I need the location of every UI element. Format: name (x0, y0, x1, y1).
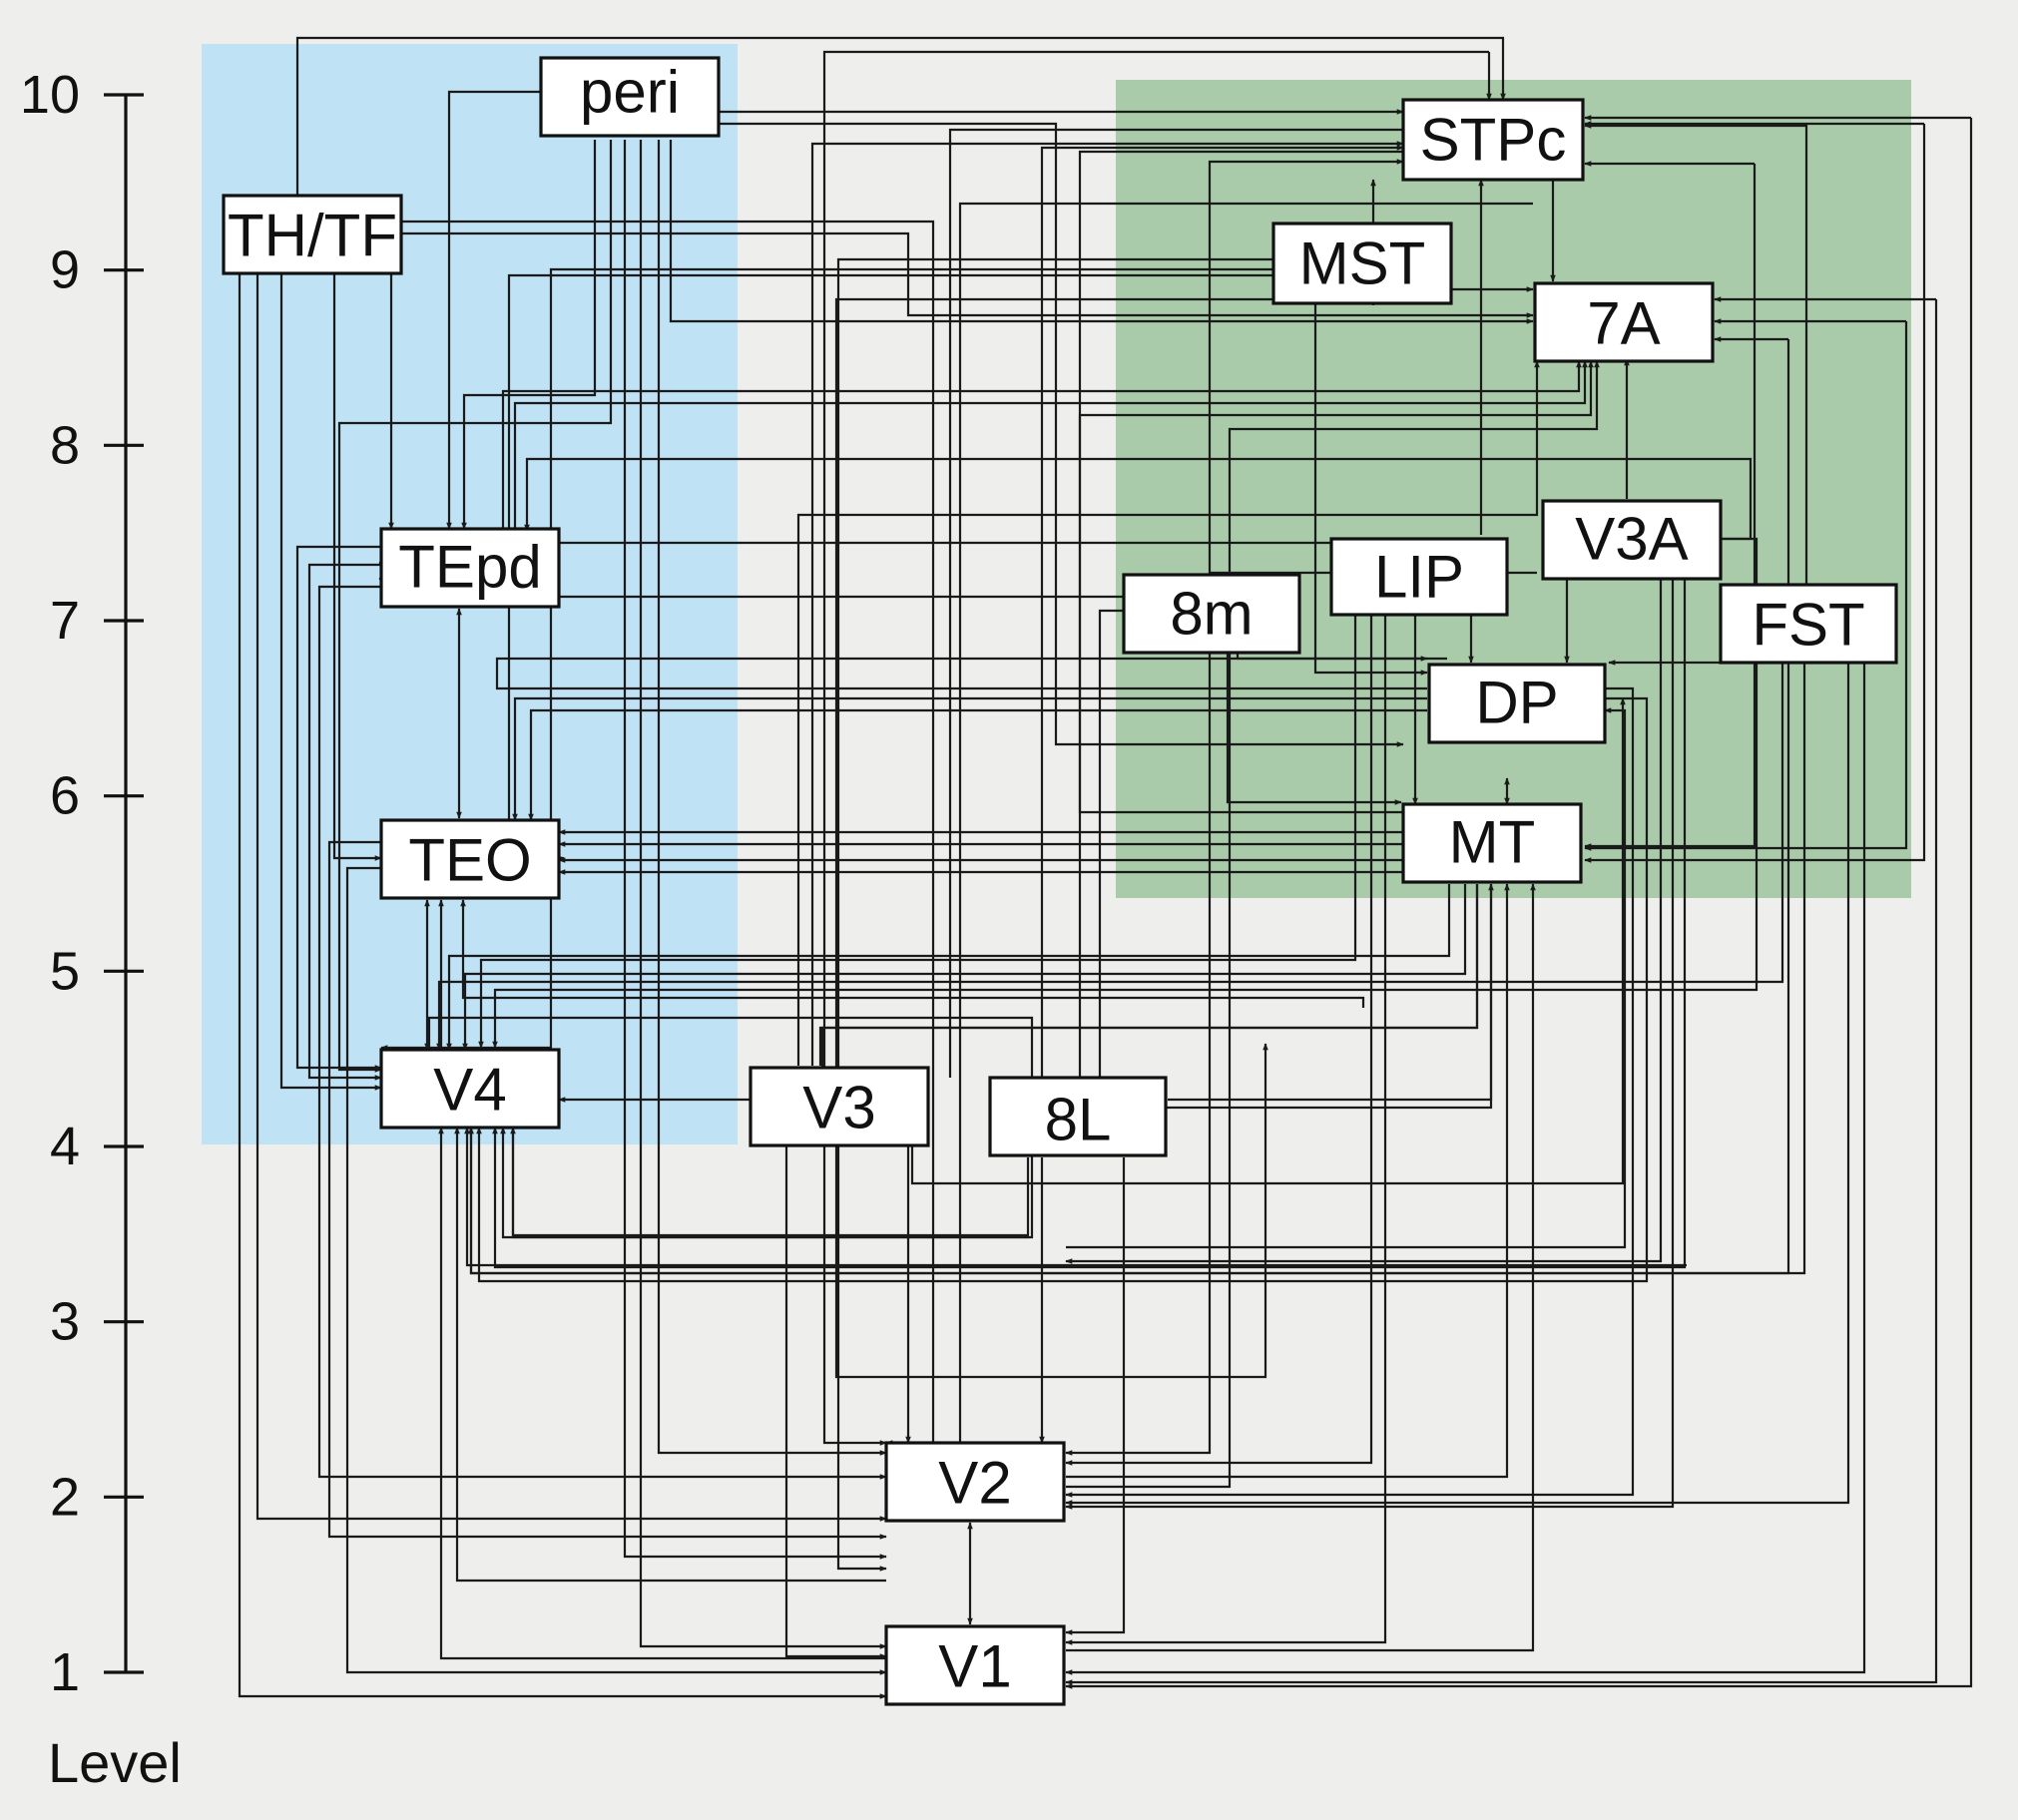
area-7a-label: 7A (1587, 290, 1660, 357)
area-thtf-node: TH/TF (222, 194, 403, 275)
axis-tick-label: 2 (50, 1467, 80, 1527)
axis-tick-label: 9 (50, 240, 80, 300)
area-tepd-node: TEpd (379, 527, 561, 609)
area-v4-label: V4 (433, 1057, 506, 1124)
area-peri-label: peri (580, 59, 680, 126)
axis-tick-label: 7 (50, 591, 80, 651)
area-v3-node: V3 (749, 1066, 930, 1147)
area-v3a-node: V3A (1541, 499, 1723, 581)
area-8m-label: 8m (1170, 581, 1253, 648)
area-tepd-label: TEpd (398, 534, 541, 601)
axis-tick-label: 8 (50, 415, 80, 475)
area-v3-label: V3 (802, 1075, 875, 1141)
area-mst-node: MST (1271, 222, 1453, 305)
area-mt-label: MT (1449, 809, 1536, 876)
area-thtf-label: TH/TF (228, 203, 397, 269)
area-v2-label: V2 (938, 1450, 1011, 1517)
area-8l-node: 8L (988, 1076, 1168, 1157)
area-8l-label: 8L (1045, 1087, 1112, 1153)
area-lip-label: LIP (1374, 544, 1464, 611)
area-teo-label: TEO (408, 827, 531, 894)
area-v3a-label: V3A (1575, 506, 1688, 573)
area-fst-label: FST (1752, 592, 1864, 659)
area-v1-node: V1 (884, 1624, 1066, 1706)
area-stpc-node: STPc (1401, 98, 1585, 182)
area-mst-label: MST (1299, 230, 1426, 297)
area-7a-node: 7A (1533, 281, 1715, 363)
axis-tick-label: 1 (50, 1642, 80, 1702)
axis-tick-label: 10 (20, 65, 80, 125)
area-stpc-label: STPc (1420, 107, 1567, 174)
area-v1-label: V1 (938, 1633, 1011, 1700)
axis-title: Level (48, 1731, 182, 1794)
axis-tick-label: 4 (50, 1117, 80, 1176)
level-axis: 1 2 3 4 5 6 7 8 9 10 Level (20, 65, 182, 1794)
area-dp-label: DP (1475, 670, 1558, 736)
area-lip-node: LIP (1329, 537, 1509, 617)
area-peri-node: peri (539, 56, 721, 138)
area-fst-node: FST (1719, 583, 1898, 665)
area-mt-node: MT (1401, 802, 1583, 884)
axis-tick-label: 6 (50, 766, 80, 826)
area-teo-node: TEO (379, 818, 561, 900)
axis-tick-label: 5 (50, 941, 80, 1001)
axis-tick-label: 3 (50, 1292, 80, 1352)
dorsal-stream-region (1116, 80, 1911, 898)
area-v2-node: V2 (884, 1441, 1066, 1523)
area-8m-node: 8m (1122, 573, 1301, 655)
area-v4-node: V4 (379, 1048, 561, 1130)
area-dp-node: DP (1427, 663, 1607, 744)
